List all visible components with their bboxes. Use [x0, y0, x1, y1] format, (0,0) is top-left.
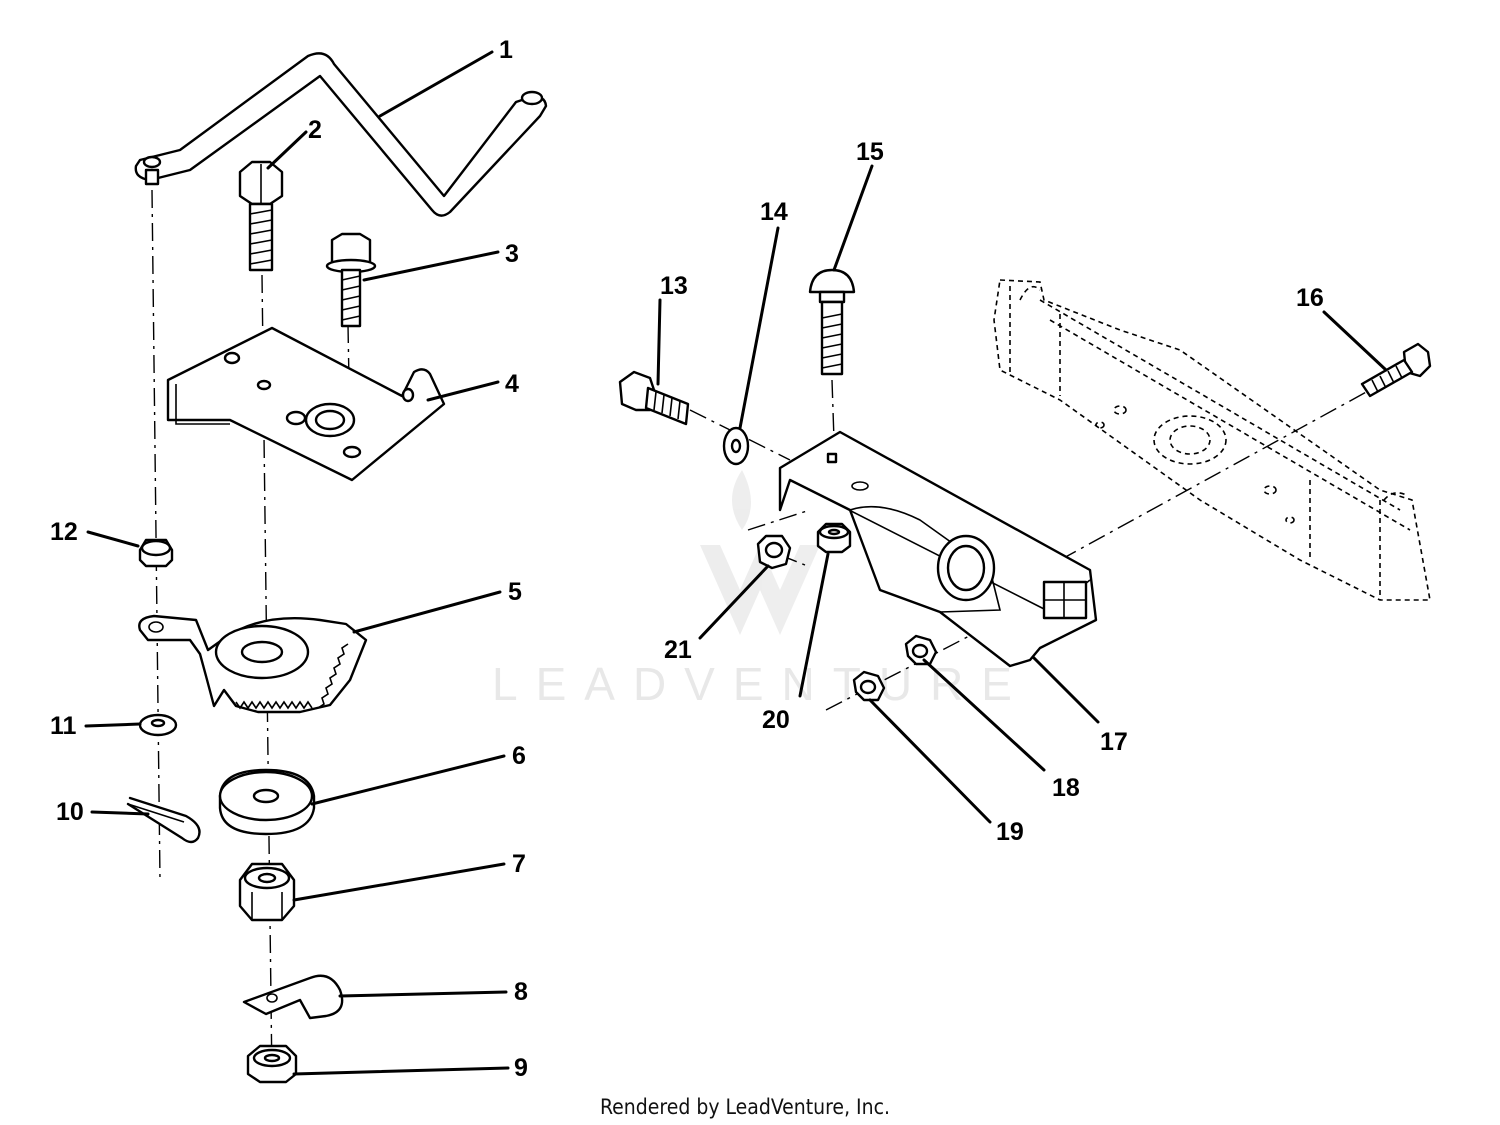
part-3-flange-bolt: [325, 232, 377, 328]
part-19-nut: [852, 670, 886, 702]
part-4-mounting-bracket: [166, 326, 446, 482]
callout-12: 12: [50, 518, 78, 546]
part-15-carriage-bolt: [808, 268, 856, 376]
part-5-sector-gear: [138, 614, 368, 714]
part-7-hex-nut: [238, 862, 296, 922]
lv-logo-mark: [700, 545, 820, 635]
callout-18: 18: [1052, 774, 1080, 802]
callout-11: 11: [50, 712, 77, 740]
callout-1: 1: [499, 36, 513, 64]
callout-6: 6: [512, 742, 526, 770]
part-2-hex-bolt: [238, 160, 284, 272]
callout-5: 5: [508, 578, 522, 606]
credit-text: Rendered by LeadVenture, Inc.: [600, 1095, 890, 1119]
part-6-thick-washer: [218, 768, 316, 836]
callout-3: 3: [505, 240, 519, 268]
callout-16: 16: [1296, 284, 1324, 312]
part-9-hex-nut: [246, 1044, 298, 1084]
part-10-cotter-pin: [126, 796, 201, 844]
part-18-nut: [904, 634, 938, 666]
callout-8: 8: [514, 978, 528, 1006]
watermark-logo: LEADVENTURE: [492, 470, 1030, 710]
callout-4: 4: [505, 370, 519, 398]
part-8-clip: [242, 974, 344, 1020]
callout-9: 9: [514, 1054, 528, 1082]
leader-lines: [84, 50, 1388, 1076]
part-12-nut: [138, 538, 174, 568]
callout-21: 21: [664, 636, 692, 664]
callout-2: 2: [308, 116, 322, 144]
part-21-nut: [756, 534, 792, 570]
callout-7: 7: [512, 850, 526, 878]
callout-19: 19: [996, 818, 1024, 846]
part-13-hex-bolt: [618, 370, 690, 426]
part-1-shift-rod: [134, 52, 548, 217]
frame-phantom-outline: [993, 279, 1431, 601]
part-11-washer: [138, 713, 178, 737]
part-16-hex-bolt: [1360, 342, 1432, 398]
flame-icon: [732, 470, 751, 530]
callout-17: 17: [1100, 728, 1128, 756]
part-20-nut: [816, 522, 852, 554]
callout-20: 20: [762, 706, 790, 734]
part-14-washer: [722, 426, 750, 466]
watermark-text: LEADVENTURE: [492, 658, 1030, 710]
callout-10: 10: [56, 798, 84, 826]
part-17-transmission-bracket: [778, 430, 1098, 668]
callout-14: 14: [760, 198, 788, 226]
callout-labels: 1 2 3 4 5 6 7 8 9 10 11 12 13 14 15 16 1…: [50, 36, 1324, 1082]
callout-13: 13: [660, 272, 688, 300]
callout-15: 15: [856, 138, 884, 166]
